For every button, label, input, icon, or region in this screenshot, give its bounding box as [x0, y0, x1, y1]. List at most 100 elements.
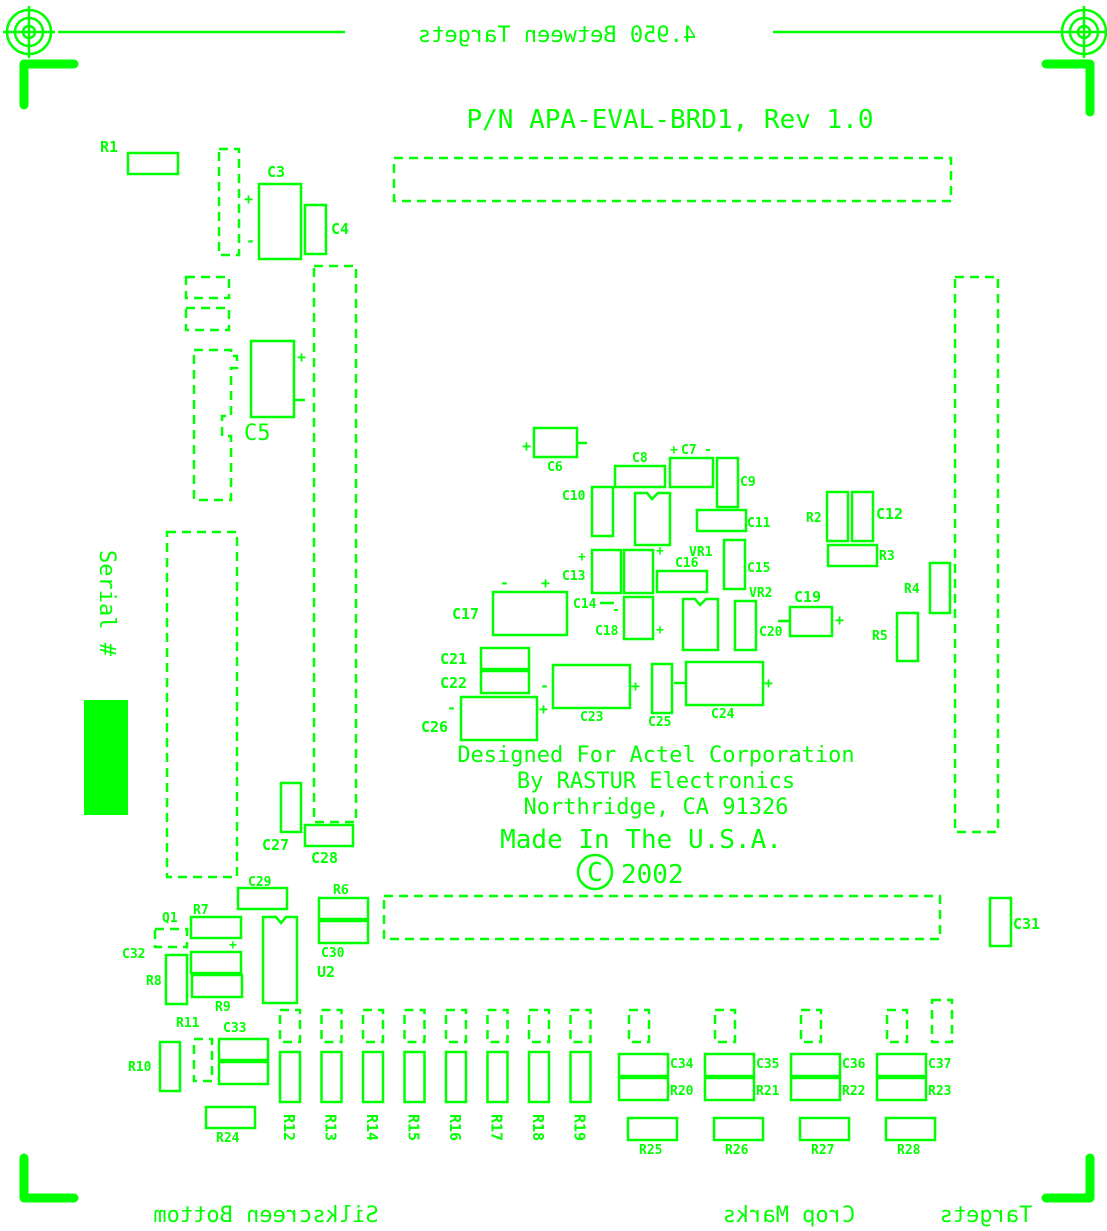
- resistor-R7: [189, 915, 243, 940]
- resistor-R11: [192, 1037, 214, 1083]
- credits-line-1: Designed For Actel Corporation: [457, 743, 854, 768]
- resistor-R16: [444, 1050, 468, 1104]
- resistor-R26: [712, 1116, 765, 1142]
- crop-mark-bottom-right: [1041, 1153, 1095, 1203]
- footprint-dashed: [217, 147, 241, 257]
- footprint-dashed: [184, 275, 231, 300]
- label-C37: C37: [928, 1057, 951, 1072]
- footprint-dashed: [486, 1008, 509, 1044]
- label-R28: R28: [897, 1143, 921, 1158]
- label-C13: C13: [562, 569, 585, 584]
- polarity-plus: +: [244, 190, 253, 208]
- label-R11: R11: [176, 1016, 200, 1031]
- label-C20: C20: [759, 625, 783, 640]
- capacitor-C18: [622, 595, 655, 641]
- capacitor-C17: [491, 590, 569, 637]
- label-C3: C3: [267, 163, 285, 181]
- capacitor-C32: [189, 950, 243, 975]
- svg-text:-: -: [447, 699, 456, 717]
- label-R4: R4: [904, 582, 920, 597]
- label-VR1: VR1: [689, 545, 713, 560]
- connector-left-outer: [165, 530, 239, 879]
- transistor-Q1: [153, 927, 189, 949]
- label-C7: C7: [681, 443, 697, 458]
- footprint-dashed: [320, 1008, 343, 1044]
- label-C8: C8: [632, 451, 648, 466]
- copyright-symbol: C: [587, 858, 603, 888]
- footprint-dashed: [444, 1008, 468, 1044]
- resistor-R12: [278, 1050, 302, 1104]
- label-C22: C22: [440, 674, 467, 692]
- resistor-R23: [875, 1076, 928, 1102]
- capacitor-C3: [257, 182, 303, 261]
- footprint-dashed: [361, 1008, 385, 1044]
- label-C23: C23: [580, 710, 603, 725]
- resistor-R22: [789, 1076, 842, 1102]
- label-C19: C19: [794, 588, 821, 606]
- footprint-dashed: [403, 1008, 426, 1044]
- capacitor-C37: [875, 1052, 928, 1078]
- resistor-R10: [158, 1040, 182, 1093]
- label-Q1: Q1: [162, 911, 178, 926]
- label-C30: C30: [321, 946, 345, 961]
- label-C15: C15: [747, 561, 770, 576]
- copyright-circle: [576, 853, 614, 891]
- connector-right: [953, 275, 1000, 834]
- resistor-R28: [884, 1116, 937, 1142]
- label-C7: +: [670, 443, 678, 458]
- svg-text:+: +: [764, 674, 773, 692]
- label-C9: C9: [740, 475, 756, 490]
- capacitor-C28: [303, 823, 355, 848]
- footprint-dashed: [930, 998, 954, 1044]
- capacitor-C29: [236, 886, 289, 911]
- label-C34: C34: [670, 1057, 694, 1072]
- label-C31: C31: [1013, 915, 1040, 933]
- label-R16: R16: [446, 1114, 464, 1141]
- resistor-R4: [928, 561, 952, 615]
- label-C28: C28: [311, 849, 338, 867]
- capacitor-C34: [617, 1052, 670, 1078]
- resistor-R5: [895, 611, 920, 663]
- label-C36: C36: [842, 1057, 866, 1072]
- credits-line-3: Northridge, CA 91326: [524, 795, 789, 820]
- footprint-dashed: [527, 1008, 551, 1044]
- capacitor-C15: [722, 538, 747, 591]
- crop-mark-top-left: [19, 59, 79, 110]
- capacitor-C10: [590, 485, 615, 538]
- connector-left-inner: [312, 264, 358, 824]
- label-C33: C33: [223, 1021, 246, 1036]
- capacitor-C12: [850, 490, 875, 543]
- capacitor-C35: [703, 1052, 756, 1078]
- svg-text:+: +: [656, 623, 664, 638]
- capacitor-C6: [532, 426, 579, 459]
- resistor-R14: [361, 1050, 385, 1104]
- label-C11: C11: [747, 516, 771, 531]
- resistor-R21: [703, 1076, 756, 1102]
- label-R23: R23: [928, 1084, 951, 1099]
- capacitor-C19: [788, 605, 834, 638]
- label-R21: R21: [756, 1084, 780, 1099]
- resistor-R3: [826, 543, 879, 568]
- ic-U2: [261, 915, 299, 1005]
- footprint-dashed: [885, 1008, 909, 1044]
- label-R22: R22: [842, 1084, 865, 1099]
- label-R5: R5: [872, 629, 888, 644]
- label-R9: R9: [215, 1000, 231, 1015]
- label-R13: R13: [322, 1114, 340, 1141]
- label-C21: C21: [440, 650, 467, 668]
- silkscreen-bottom-label: Silkscreen Bottom: [153, 1203, 378, 1228]
- resistor-R19: [569, 1050, 592, 1104]
- label-C26: C26: [421, 718, 448, 736]
- crop-mark-bottom-left: [19, 1153, 79, 1203]
- capacitor-C5: [249, 339, 296, 419]
- crop-marks-label: Crop Marks: [723, 1203, 855, 1228]
- resistor-R2: [825, 490, 850, 543]
- capacitor-C9: [715, 456, 740, 509]
- capacitor-C22: [479, 669, 531, 695]
- regulator-VR1: [633, 491, 672, 547]
- target-top-left: [3, 6, 55, 58]
- label-R8: R8: [146, 974, 162, 989]
- resistor-R6: [317, 896, 370, 921]
- capacitor-C30: [317, 919, 370, 945]
